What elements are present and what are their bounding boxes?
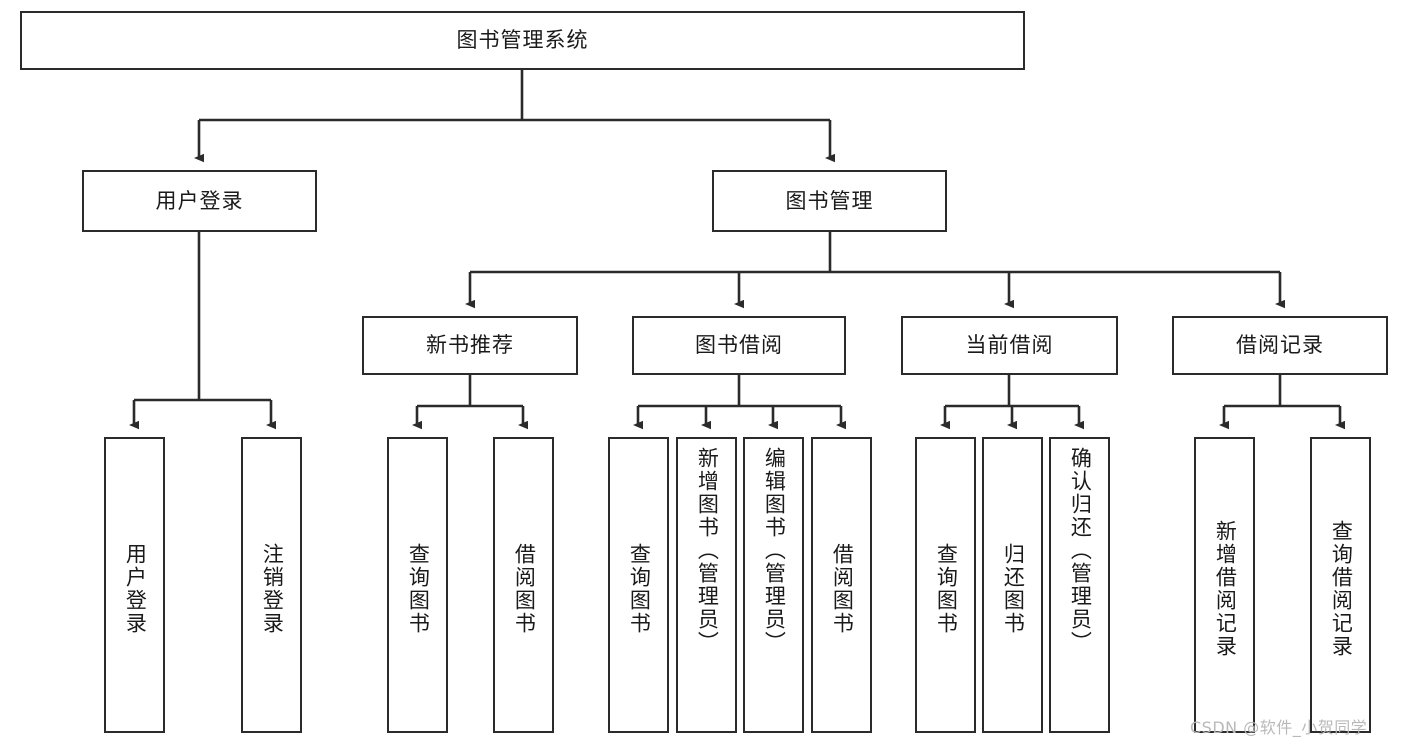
node-user-login[interactable]: 用户登录 [82,170,317,232]
node-label: 查询图书 [406,543,431,635]
node-label: 编辑图书（管理员） [762,447,787,654]
leaf-inner: 注销登录 [243,447,300,731]
leaf-inner: 编辑图书（管理员） [745,447,802,731]
node-root-book-management-system[interactable]: 图书管理系统 [20,11,1025,70]
node-new-book-recommend[interactable]: 新书推荐 [362,316,578,375]
node-leaf-user-logout[interactable]: 注销登录 [241,437,302,733]
node-leaf-borrow-book[interactable]: 借阅图书 [811,437,872,733]
node-leaf-add-borrow-record[interactable]: 新增借阅记录 [1194,437,1255,733]
node-label: 借阅图书 [512,543,537,635]
node-label: 借阅图书 [830,543,855,635]
node-leaf-user-login[interactable]: 用户登录 [104,437,165,733]
node-leaf-borrow-book-recommend[interactable]: 借阅图书 [493,437,554,733]
node-label: 当前借阅 [965,333,1054,358]
leaf-inner: 归还图书 [984,447,1041,731]
node-label: 确认归还（管理员） [1068,447,1093,654]
node-label: 新书推荐 [426,333,514,358]
node-leaf-confirm-return[interactable]: 确认归还（管理员） [1049,437,1110,733]
node-book-borrow[interactable]: 图书借阅 [632,316,846,375]
node-label: 图书管理系统 [456,28,589,53]
leaf-inner: 查询图书 [917,447,974,731]
node-label: 图书借阅 [695,333,783,358]
leaf-inner: 查询图书 [389,447,446,731]
leaf-inner: 新增借阅记录 [1196,447,1253,731]
node-label: 归还图书 [1001,543,1026,635]
node-current-borrow[interactable]: 当前借阅 [901,316,1118,375]
watermark-csdn: CSDN @软件_小贺同学 [1190,718,1368,737]
node-borrow-record[interactable]: 借阅记录 [1172,316,1388,375]
node-leaf-add-book[interactable]: 新增图书（管理员） [676,437,737,733]
node-label: 查询图书 [627,543,652,635]
node-book-management[interactable]: 图书管理 [712,170,947,232]
leaf-inner: 借阅图书 [495,447,552,731]
node-leaf-query-book-current[interactable]: 查询图书 [915,437,976,733]
node-leaf-return-book[interactable]: 归还图书 [982,437,1043,733]
node-label: 用户登录 [155,188,244,213]
node-label: 注销登录 [260,543,285,635]
leaf-inner: 用户登录 [106,447,163,731]
leaf-inner: 新增图书（管理员） [678,447,735,731]
node-label: 图书管理 [785,188,874,213]
node-label: 查询图书 [934,543,959,635]
node-label: 借阅记录 [1236,333,1324,358]
leaf-inner: 查询图书 [610,447,667,731]
leaf-inner: 确认归还（管理员） [1051,447,1108,731]
leaf-inner: 查询借阅记录 [1312,447,1369,731]
leaf-inner: 借阅图书 [813,447,870,731]
node-label: 新增借阅记录 [1213,520,1238,658]
node-label: 新增图书（管理员） [695,447,720,654]
node-leaf-query-book-borrow[interactable]: 查询图书 [608,437,669,733]
node-leaf-query-book-recommend[interactable]: 查询图书 [387,437,448,733]
node-leaf-edit-book[interactable]: 编辑图书（管理员） [743,437,804,733]
node-label: 用户登录 [123,543,148,635]
node-label: 查询借阅记录 [1329,520,1354,658]
node-leaf-query-borrow-record[interactable]: 查询借阅记录 [1310,437,1371,733]
